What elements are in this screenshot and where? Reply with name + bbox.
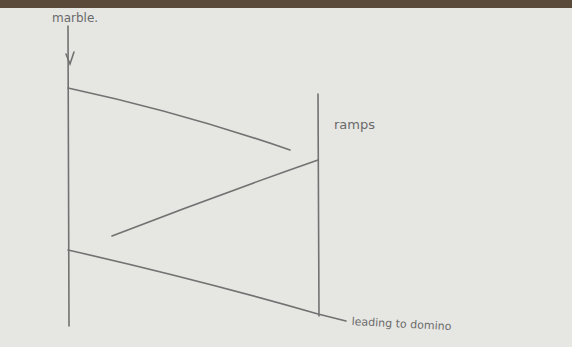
top-strip (0, 0, 572, 8)
left-post (68, 26, 69, 326)
top-ramp (68, 88, 290, 150)
marble-mark (66, 52, 74, 64)
bottom-ramp (68, 250, 346, 321)
sketch-label: ramps (334, 118, 375, 132)
right-post (318, 94, 319, 316)
sketch-label: marble. (52, 12, 98, 25)
middle-ramp (112, 160, 318, 236)
sketch-label: leading to domino (351, 316, 451, 333)
